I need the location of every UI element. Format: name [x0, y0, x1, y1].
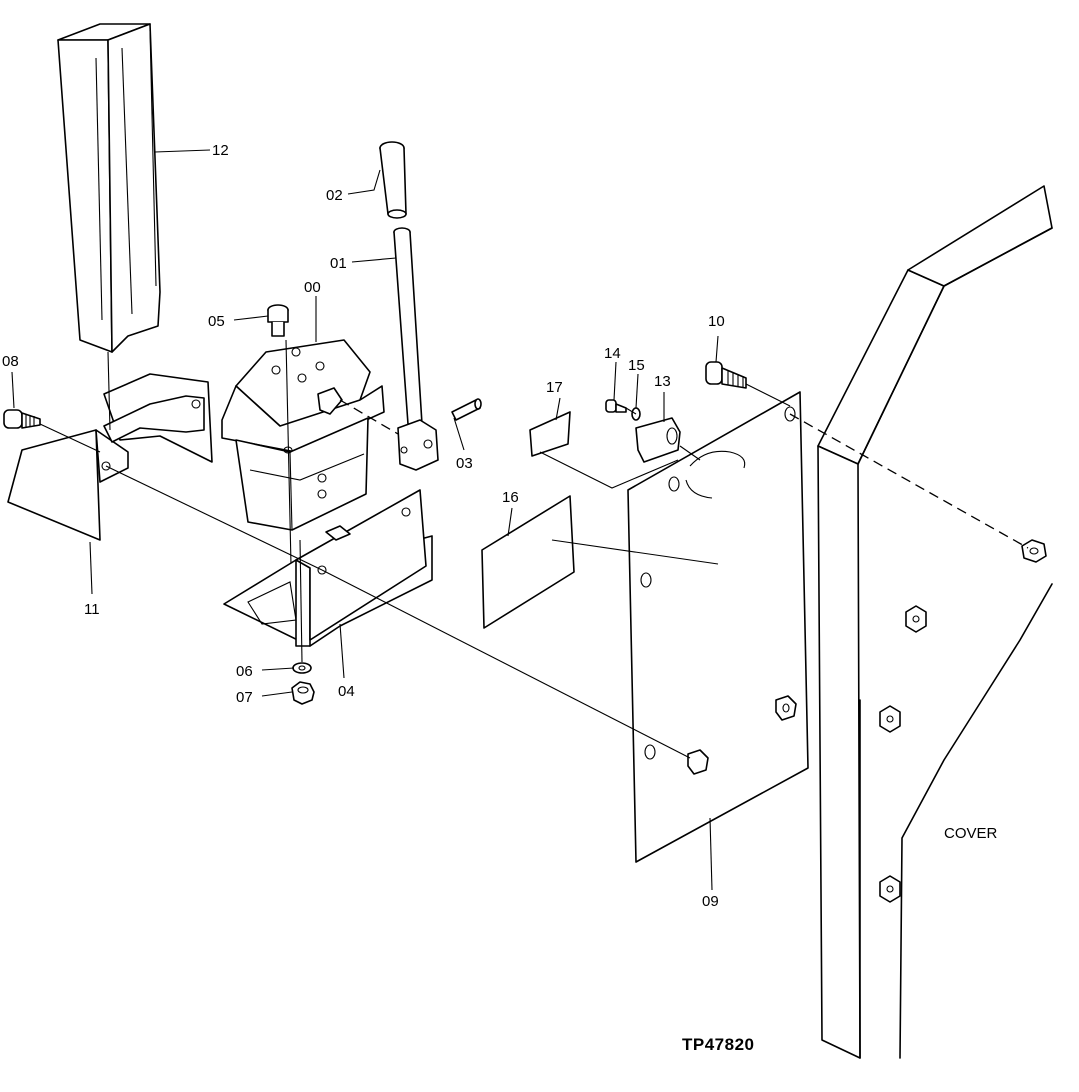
callout-10: 10: [708, 313, 725, 330]
callout-05: 05: [208, 313, 225, 330]
callout-labels: 12 02 01 00 05 08 11 03 04 06 07 10 14 1…: [2, 142, 998, 1054]
part-04-mount-bracket: [223, 489, 433, 647]
callout-01: 01: [330, 255, 347, 272]
part-10-bolt: [705, 361, 747, 389]
part-11-cover-plate: [7, 429, 129, 541]
part-03-pin: [451, 398, 482, 421]
callout-15: 15: [628, 357, 645, 374]
part-01-lever: [339, 227, 439, 471]
callout-17: 17: [546, 379, 563, 396]
callout-11: 11: [84, 601, 100, 618]
leader-lines: [11, 149, 719, 891]
part-09-panel: [627, 391, 809, 863]
callout-13: 13: [654, 373, 671, 390]
part-02-knob: [379, 141, 407, 219]
part-13-bracket: [635, 417, 681, 463]
part-07-nut: [291, 681, 315, 705]
part-12-cover-channel: [57, 23, 161, 353]
callout-16: 16: [502, 489, 519, 506]
part-14-screw: [605, 399, 627, 413]
part-16-decal: [481, 495, 575, 629]
cover-label: COVER: [944, 825, 998, 842]
callout-12: 12: [212, 142, 229, 159]
part-17-label: [529, 411, 571, 457]
callout-14: 14: [604, 345, 621, 362]
drawing-code: TP47820: [682, 1035, 755, 1054]
callout-06: 06: [236, 663, 253, 680]
upper-bracket: [103, 373, 213, 463]
callout-04: 04: [338, 683, 355, 700]
part-00-valve-body: [221, 339, 385, 531]
callout-09: 09: [702, 893, 719, 910]
callout-00: 00: [304, 279, 321, 296]
assembly-lines: [39, 351, 1029, 759]
callout-08: 08: [2, 353, 19, 370]
part-06-washer: [292, 662, 312, 674]
callout-03: 03: [456, 455, 473, 472]
callout-02: 02: [326, 187, 343, 204]
callout-07: 07: [236, 689, 253, 706]
cover-frame: [817, 185, 1053, 1059]
part-08-bolt: [3, 409, 41, 429]
